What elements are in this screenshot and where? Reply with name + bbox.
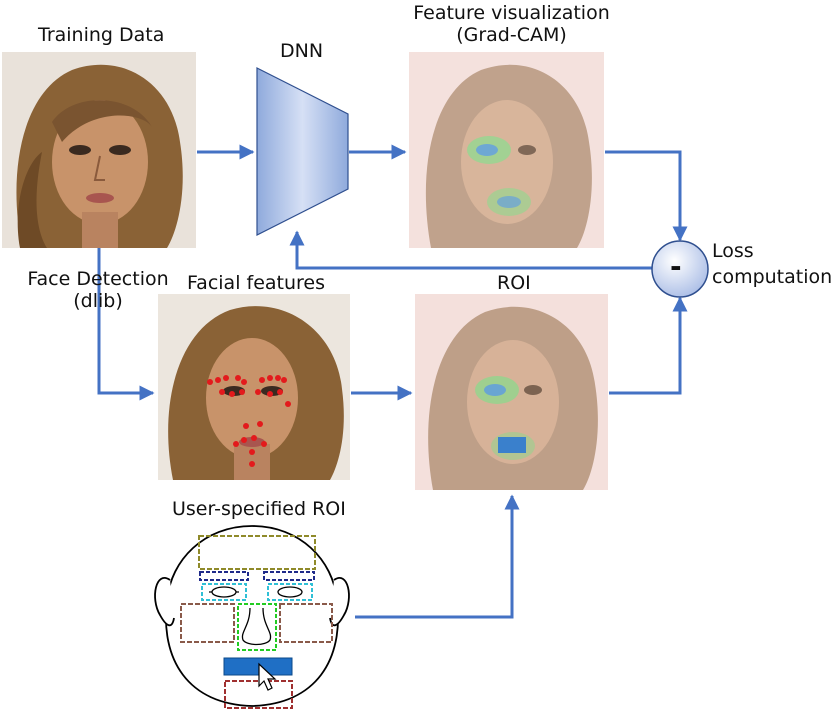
- label-feature-vis-line1: Feature visualization: [413, 2, 610, 24]
- gradcam-photo: [409, 52, 604, 248]
- label-roi: ROI: [497, 272, 531, 294]
- label-face-detection: Face Detection (dlib): [22, 268, 174, 312]
- face-sketch: [154, 525, 350, 709]
- arrow-loss-to-dnn: [289, 230, 652, 270]
- label-training-data: Training Data: [38, 24, 165, 46]
- label-face-detection-line1: Face Detection: [27, 268, 169, 290]
- training-photo: [2, 52, 196, 248]
- label-face-detection-line2: (dlib): [73, 290, 123, 312]
- cursor-arrow-icon: [258, 662, 277, 691]
- label-dnn: DNN: [280, 40, 324, 62]
- label-facial-features: Facial features: [187, 272, 326, 294]
- facial-features-photo: [158, 294, 350, 480]
- arrow-roi-to-loss: [609, 296, 688, 395]
- label-feature-vis-line2: (Grad-CAM): [456, 24, 567, 46]
- roi-photo: [415, 294, 608, 490]
- loss-node: [651, 240, 709, 298]
- label-loss-line2: computation: [712, 266, 833, 288]
- label-loss-line1: Loss: [712, 240, 754, 262]
- arrow-training-to-features: [97, 248, 155, 401]
- label-minus: -: [670, 250, 682, 283]
- arrow-gradcam-to-loss: [605, 150, 688, 242]
- label-loss: Loss computation: [712, 240, 832, 288]
- label-user-specified-roi: User-specified ROI: [172, 498, 346, 520]
- roi-box: [498, 437, 526, 453]
- arrow-user-roi-to-roi: [355, 494, 520, 619]
- label-feature-visualization: Feature visualization (Grad-CAM): [404, 2, 619, 46]
- dnn-block: [256, 67, 349, 236]
